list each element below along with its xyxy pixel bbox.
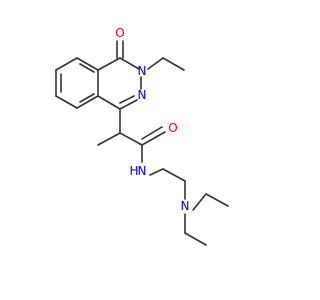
bond-ring-c4-n3 xyxy=(119,57,140,70)
atom-label-ring-oxygen: O xyxy=(115,26,124,40)
atom-label-ring-nitrogen-ethyl: N xyxy=(138,64,147,78)
bond-benzene-6 xyxy=(76,57,99,71)
bond-ring-c4a-c4 xyxy=(97,57,121,71)
bond-n-ethyl-1 xyxy=(147,57,164,70)
bond-nh-ch2 xyxy=(149,168,164,176)
bond-benzene-3 xyxy=(55,95,78,109)
bond-ch2-ch2 xyxy=(162,168,186,182)
bond-ring-c1-c8a xyxy=(97,95,121,110)
bond-benzene-double-2 xyxy=(79,93,95,103)
bond-ring-n2-c1-double xyxy=(119,95,135,104)
atom-label-amide-hydrogen: H xyxy=(129,164,138,178)
structure-canvas: O N N O H N N xyxy=(55,26,229,246)
atom-label-ring-nitrogen-imine: N xyxy=(138,88,147,102)
bond-benzene-4 xyxy=(76,95,99,109)
atom-label-amide-oxygen: O xyxy=(168,121,177,135)
bond-ring-n2-c1 xyxy=(119,99,138,110)
bond-benzene-1 xyxy=(55,57,78,71)
bond-benzene-double-3 xyxy=(79,63,95,73)
bond-amine-ethyl-b2 xyxy=(184,232,207,246)
bond-amide-co-1 xyxy=(141,131,166,146)
bond-ch-carbonyl xyxy=(119,132,143,146)
atom-label-amine-nitrogen: N xyxy=(181,199,190,213)
bond-ch-methyl xyxy=(97,132,121,146)
bond-amide-co-2 xyxy=(141,126,163,140)
molecule-drawing: O N N O H N N xyxy=(55,26,229,246)
atom-label-amide-nitrogen: N xyxy=(138,164,147,178)
bond-n-ethyl-2 xyxy=(162,57,185,71)
bond-amine-ethyl-a2 xyxy=(205,193,229,207)
bond-amine-ethyl-a1 xyxy=(192,193,207,211)
